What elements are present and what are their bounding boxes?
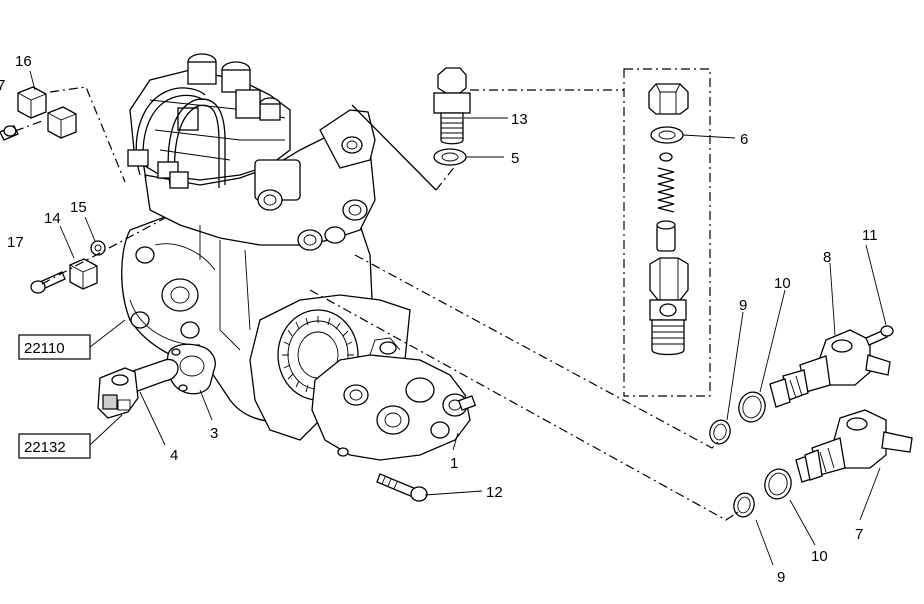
reference-22110: 22110 <box>24 340 65 357</box>
valve-detail-box <box>623 68 711 397</box>
solenoid-part-7 <box>795 409 913 483</box>
callout-16: 16 <box>15 53 32 70</box>
o-rings <box>709 391 792 518</box>
leader-lines <box>29 70 887 566</box>
callout-10a: 10 <box>774 275 791 292</box>
callout-9b: 9 <box>777 569 785 586</box>
callout-10b: 10 <box>811 548 828 565</box>
callout-9a: 9 <box>739 297 747 314</box>
callout-8: 8 <box>823 249 831 266</box>
left-small-parts <box>0 86 106 294</box>
callout-6: 6 <box>740 131 748 148</box>
banjo-bolt-part-13 <box>433 67 471 145</box>
callout-1: 1 <box>450 455 458 472</box>
callout-11: 11 <box>862 227 878 244</box>
reference-box-22132: 22132 <box>18 433 91 459</box>
callout-numbers: 1 3 4 5 6 7 7 8 9 9 10 10 11 12 13 14 15… <box>0 53 878 586</box>
solenoid-part-8 <box>769 329 891 408</box>
sensor-part-4 <box>97 358 179 419</box>
assembly-lines <box>14 86 739 521</box>
callout-4: 4 <box>170 447 178 464</box>
callout-15: 15 <box>70 199 87 216</box>
screw-part-11 <box>865 325 894 346</box>
bolt-part-12 <box>376 473 428 502</box>
callout-7a: 7 <box>0 77 5 94</box>
callout-3: 3 <box>210 425 218 442</box>
callout-12: 12 <box>486 484 503 501</box>
washer-part-5 <box>433 148 467 166</box>
callout-14: 14 <box>44 210 61 227</box>
callout-13: 13 <box>511 111 528 128</box>
callout-7b: 7 <box>855 526 863 543</box>
front-cover-assembly <box>249 294 477 461</box>
callout-5: 5 <box>511 150 519 167</box>
reference-22132: 22132 <box>24 439 66 456</box>
callout-17: 17 <box>7 234 24 251</box>
reference-box-22110: 22110 <box>18 334 91 360</box>
gasket-part-3 <box>166 343 216 395</box>
